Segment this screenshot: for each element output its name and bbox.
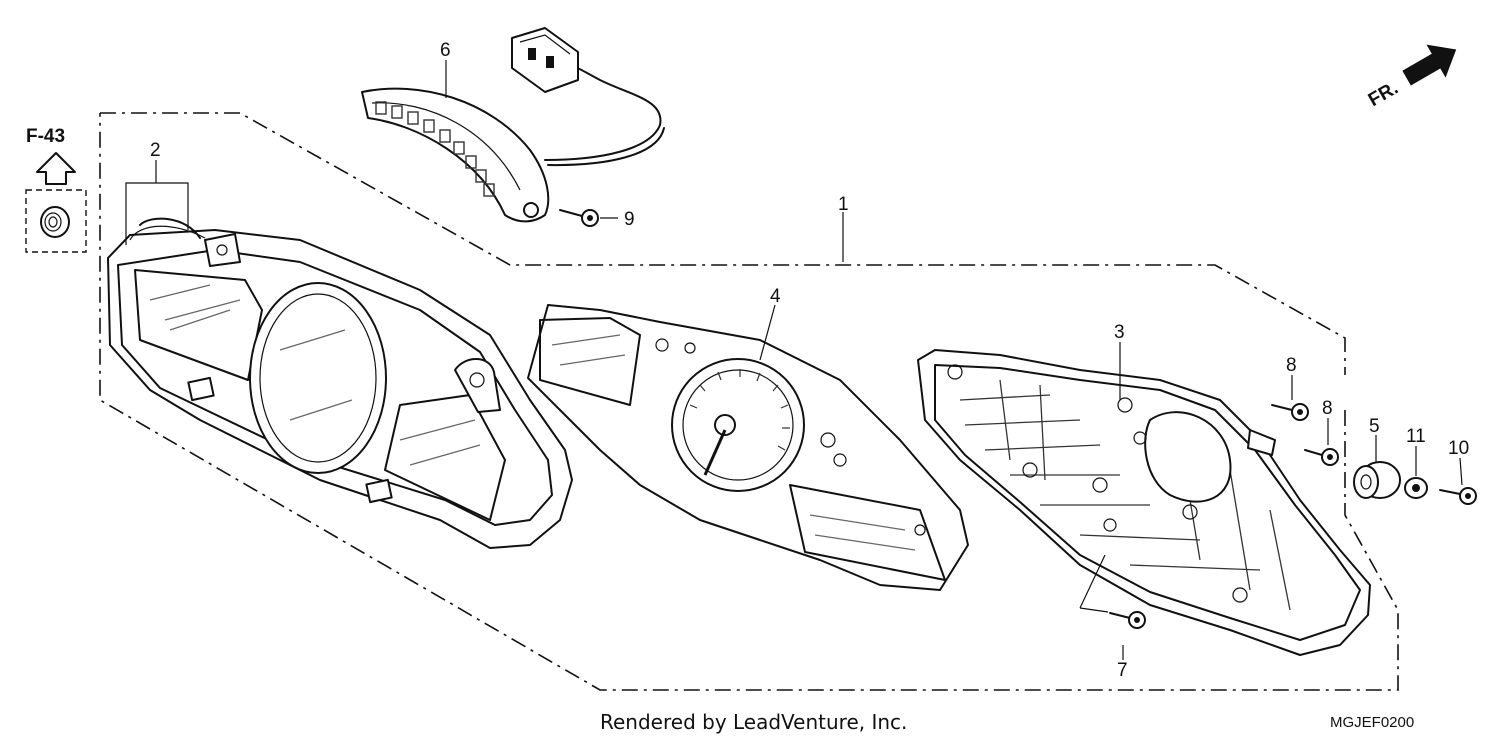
callout-6: 6	[440, 40, 451, 61]
leader-lines	[125, 60, 1463, 660]
part-4-meter-assembly[interactable]	[527, 304, 969, 591]
case-ribs	[959, 379, 1291, 611]
callout-11: 11	[1406, 426, 1426, 447]
part-5-grommet[interactable]	[1353, 461, 1401, 499]
grommet-icon	[40, 206, 70, 238]
part-3-meter-case[interactable]	[917, 349, 1371, 656]
callout-10: 10	[1448, 438, 1469, 459]
callout-3: 3	[1114, 322, 1125, 343]
callout-8-lower: 8	[1322, 398, 1333, 419]
part-10-screw[interactable]	[1439, 487, 1477, 505]
callout-7: 7	[1117, 660, 1128, 681]
part-8-screw-lower[interactable]	[1304, 448, 1339, 466]
part-11-washer[interactable]	[1404, 477, 1428, 499]
reference-box	[25, 189, 87, 253]
callout-8-upper: 8	[1286, 355, 1297, 376]
direction-label: FR.	[1365, 78, 1402, 111]
reference-f43[interactable]: F-43	[25, 126, 87, 253]
led-segments	[375, 101, 495, 197]
part-8-screw-upper[interactable]	[1271, 403, 1309, 421]
tachometer-ticks	[689, 369, 790, 451]
callout-4: 4	[770, 286, 781, 307]
arrow-up-icon	[36, 152, 76, 185]
callout-9: 9	[624, 209, 635, 230]
render-credit: Rendered by LeadVenture, Inc.	[600, 710, 908, 734]
part-9-screw[interactable]	[559, 209, 599, 227]
part-7-screw[interactable]	[1109, 611, 1146, 629]
callout-5: 5	[1369, 416, 1380, 437]
arrow-right-icon	[1402, 44, 1457, 86]
callout-2: 2	[150, 140, 161, 161]
connector-plug	[511, 27, 579, 93]
part-6-indicator-unit[interactable]	[361, 27, 665, 223]
diagram-code: MGJEF0200	[1330, 714, 1415, 731]
reference-label: F-43	[26, 126, 65, 147]
front-direction-arrow: FR.	[1365, 44, 1457, 111]
callout-1: 1	[838, 194, 849, 215]
assembly-boundary	[99, 112, 1399, 691]
part-2-meter-cover[interactable]	[107, 217, 573, 549]
